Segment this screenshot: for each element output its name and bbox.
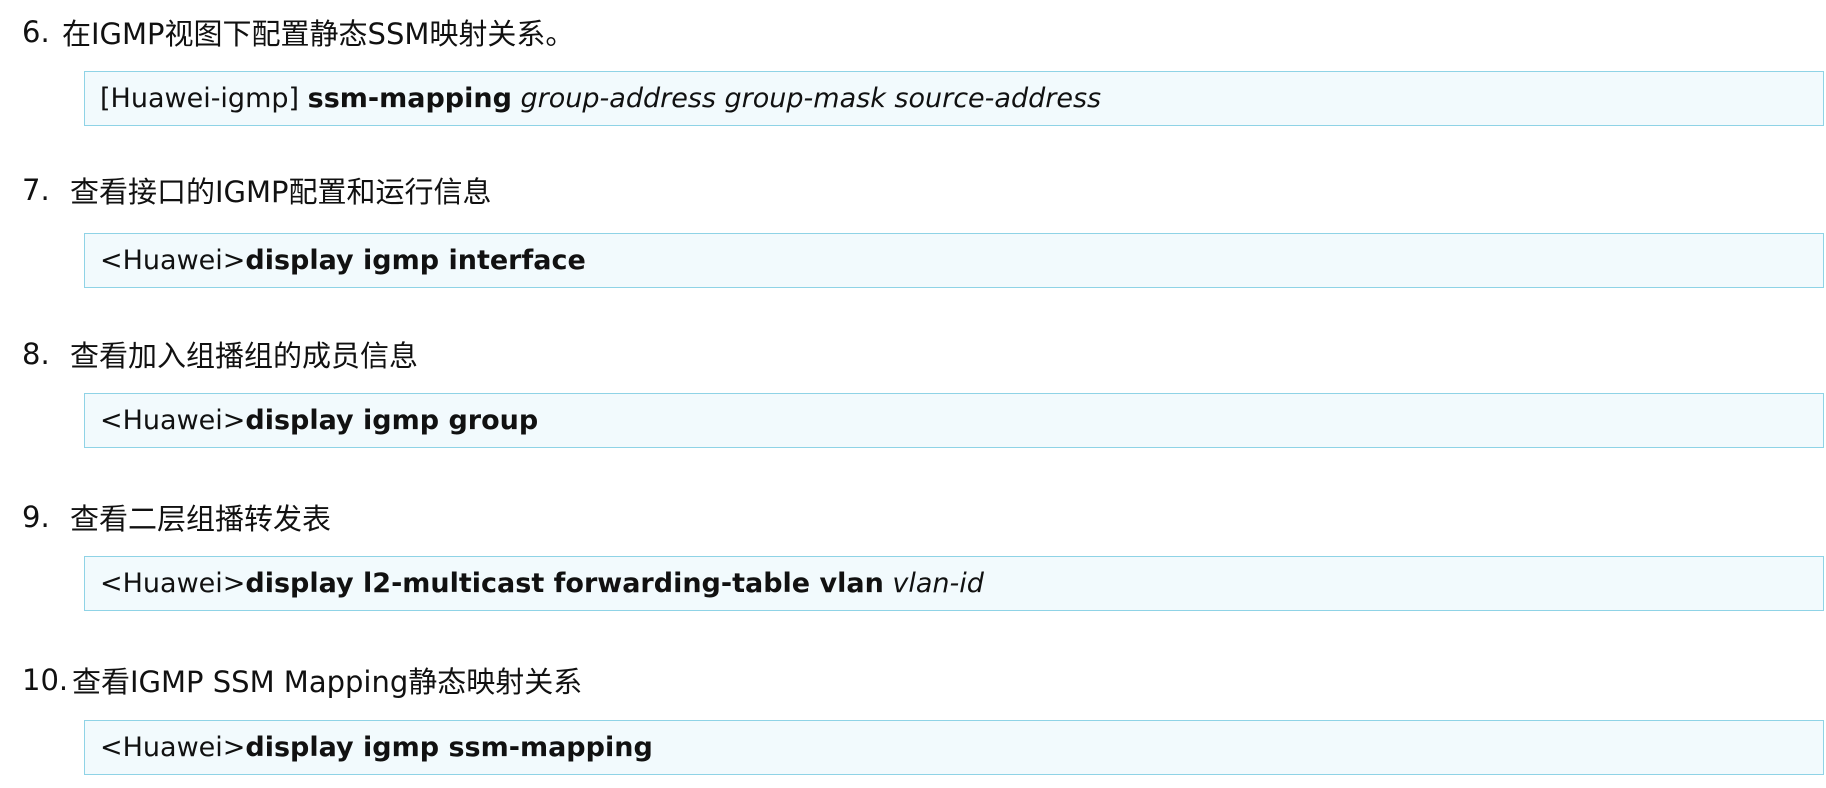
command-box: <Huawei>display igmp interface [84,233,1824,288]
step-title: 查看接口的IGMP配置和运行信息 [70,175,492,209]
step-number: 8. [22,337,50,371]
command-prompt: <Huawei> [100,405,246,436]
step-number: 10. [22,663,69,697]
command-box: [Huawei-igmp] ssm-mapping group-address … [84,71,1824,126]
command-keyword: display igmp group [245,405,539,436]
command-params: group-address group-mask source-address [511,83,1102,114]
step-heading: 10. 查看IGMP SSM Mapping静态映射关系 [22,660,582,700]
command-prompt: <Huawei> [100,568,246,599]
step-heading: 6. 在IGMP视图下配置静态SSM映射关系。 [22,12,574,52]
step-title: 在IGMP视图下配置静态SSM映射关系。 [62,17,575,51]
command-box: <Huawei>display igmp group [84,393,1824,448]
command-prompt: [Huawei-igmp] [100,83,308,114]
command-params: vlan-id [883,568,984,599]
command-keyword: ssm-mapping [307,83,512,114]
step-heading: 9. 查看二层组播转发表 [22,497,331,537]
step-title: 查看IGMP SSM Mapping静态映射关系 [72,665,583,699]
step-title: 查看加入组播组的成员信息 [70,339,419,373]
command-box: <Huawei>display igmp ssm-mapping [84,720,1824,775]
step-heading: 8. 查看加入组播组的成员信息 [22,334,418,374]
step-heading: 7. 查看接口的IGMP配置和运行信息 [22,170,492,210]
step-number: 6. [22,15,50,49]
command-box: <Huawei>display l2-multicast forwarding-… [84,556,1824,611]
command-prompt: <Huawei> [100,245,246,276]
command-keyword: display igmp interface [245,245,586,276]
command-keyword: display l2-multicast forwarding-table vl… [245,568,884,599]
command-prompt: <Huawei> [100,732,246,763]
step-number: 9. [22,500,50,534]
step-number: 7. [22,173,50,207]
step-title: 查看二层组播转发表 [70,502,332,536]
command-keyword: display igmp ssm-mapping [245,732,653,763]
